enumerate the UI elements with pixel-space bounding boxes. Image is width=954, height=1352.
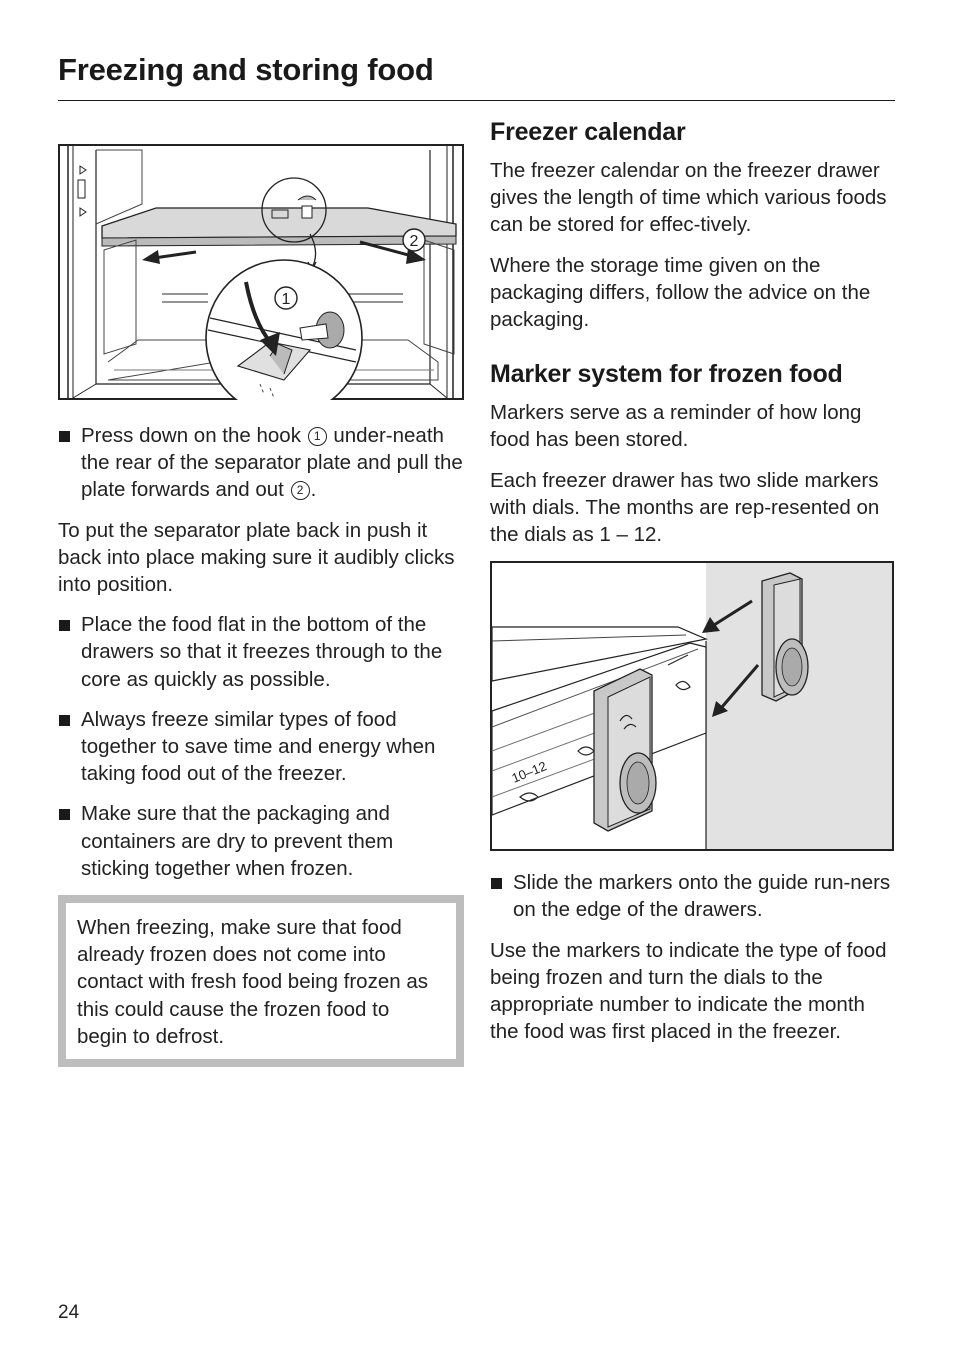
pull-reference-marker: 2 — [290, 481, 310, 501]
bullet-square — [59, 620, 70, 632]
freezer-calendar-heading: Freezer calendar — [490, 118, 686, 146]
bullet-text-part-c: . — [310, 478, 317, 502]
callout-1-label: 1 — [282, 291, 291, 308]
bullet-text: Press down on the hook 1 under-neath the… — [81, 422, 464, 504]
freezer-calendar-paragraph: The freezer calendar on the freezer draw… — [490, 159, 887, 237]
right-column: Freezer calendar The freezer calendar on… — [490, 118, 896, 1058]
bullet-text: Always freeze similar types of food toge… — [81, 707, 436, 786]
warning-note-text: When freezing, make sure that food alrea… — [77, 916, 428, 1048]
left-column: 1 2 Press down on the hook 1 under-neath… — [58, 144, 464, 1068]
hook-reference-marker: 1 — [307, 427, 327, 446]
separator-plate-illustration: 1 2 — [58, 144, 464, 400]
bullet-item: Always freeze similar types of food toge… — [58, 706, 464, 788]
bullet-square — [59, 809, 70, 821]
marker-system-heading: Marker system for frozen food — [490, 360, 843, 389]
bullet-square — [491, 878, 502, 890]
bullet-slide-markers: Slide the markers onto the guide run-ner… — [490, 869, 896, 923]
bullet-text: Slide the markers onto the guide run-ner… — [513, 871, 891, 922]
marker-usage-paragraph: Use the markers to indicate the type of … — [490, 938, 887, 1044]
slide-marker-illustration: 10–12 — [490, 561, 894, 852]
bullet-text-part-a: Press down on the hook — [81, 424, 301, 447]
bullet-text: Make sure that the packaging and contain… — [81, 802, 394, 880]
bullet-square — [59, 431, 70, 442]
title-divider — [58, 100, 895, 101]
freezer-calendar-paragraph: Where the storage time given on the pack… — [490, 253, 871, 332]
bullet-item: Make sure that the packaging and contain… — [58, 800, 464, 882]
marker-system-paragraph: Markers serve as a reminder of how long … — [490, 401, 862, 452]
page-number: 24 — [58, 1302, 80, 1323]
bullet-square — [59, 714, 70, 726]
reinsert-paragraph: To put the separator plate back in push … — [58, 518, 455, 597]
bullet-text: Place the food flat in the bottom of the… — [81, 613, 443, 691]
page-title: Freezing and storing food — [58, 52, 434, 87]
bullet-text-part-b: under-neath the rear of the separator pl… — [81, 424, 463, 502]
warning-note-box: When freezing, make sure that food alrea… — [58, 895, 464, 1068]
callout-2-label: 2 — [410, 233, 419, 250]
marker-system-paragraph: Each freezer drawer has two slide marker… — [490, 468, 880, 547]
bullet-item: Place the food flat in the bottom of the… — [58, 611, 464, 693]
bullet-remove-plate: Press down on the hook 1 under-neath the… — [58, 422, 464, 504]
